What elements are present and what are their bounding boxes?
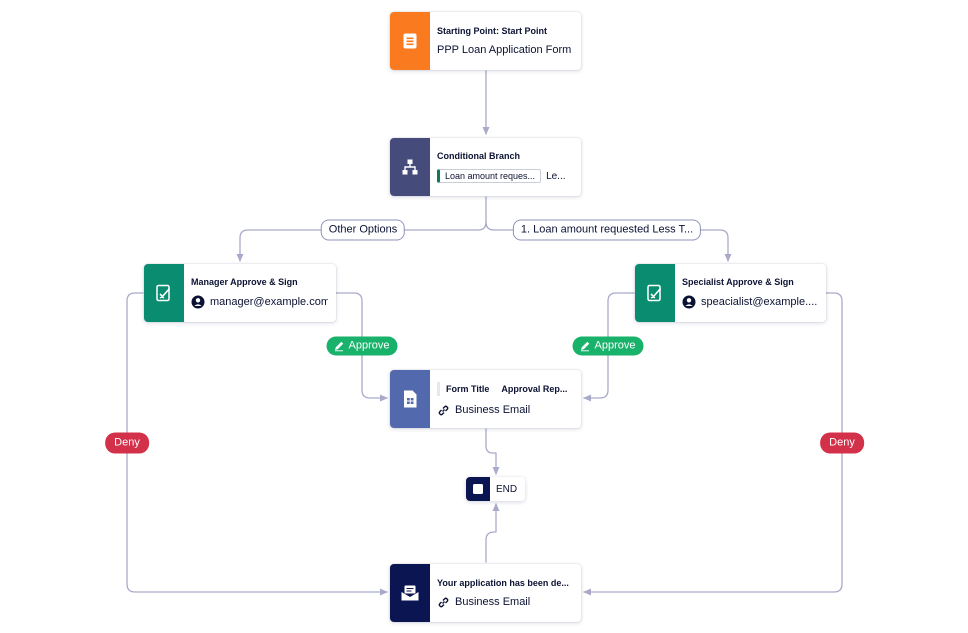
flowchart-icon: [402, 159, 418, 175]
branch-icon-box: [390, 138, 430, 196]
form-title-marker: [437, 381, 440, 396]
approve-pen-icon: [581, 341, 590, 352]
deny-label-right[interactable]: Deny: [820, 432, 864, 454]
conditional-branch-node[interactable]: Conditional Branch Loan amount reques...…: [390, 138, 581, 196]
loan-condition-label[interactable]: 1. Loan amount requested Less T...: [512, 219, 702, 241]
stop-icon-box: [466, 477, 490, 501]
form-grid-icon: [404, 390, 417, 408]
start-icon-box: [390, 12, 430, 70]
specialist-approve-sign-node[interactable]: Specialist Approve & Sign speacialist@ex…: [635, 264, 826, 322]
approval-report-node[interactable]: Form Title Approval Rep... Business Emai…: [390, 370, 581, 428]
manager-icon-box: [144, 264, 184, 322]
approve-pen-icon: [335, 341, 344, 352]
form-title-row: Form Title Approval Rep...: [437, 381, 573, 396]
user-avatar-icon: [682, 295, 696, 309]
condition-chip-tail: Le...: [546, 170, 566, 182]
document-icon: [403, 33, 417, 49]
manager-assignee: manager@example.com: [191, 295, 328, 309]
manager-approve-sign-node[interactable]: Manager Approve & Sign manager@example.c…: [144, 264, 336, 322]
edge-form-to-end: [485, 428, 500, 475]
end-node[interactable]: END: [466, 477, 525, 501]
form-icon-box: [390, 370, 430, 428]
branch-condition-row: Loan amount reques... Le...: [437, 169, 573, 183]
deny-label-left[interactable]: Deny: [105, 432, 149, 454]
approve-label-left[interactable]: Approve: [326, 336, 398, 356]
form-field-label: Form Title: [446, 383, 490, 394]
sign-document-icon: [647, 284, 662, 302]
user-avatar-icon: [191, 295, 205, 309]
other-options-label[interactable]: Other Options: [320, 219, 406, 241]
form-field-value: Approval Rep...: [501, 383, 568, 394]
specialist-node-title: Specialist Approve & Sign: [682, 277, 794, 287]
email-icon-box: [390, 564, 430, 622]
start-point-node[interactable]: Starting Point: Start Point PPP Loan App…: [390, 12, 581, 70]
stop-icon: [473, 484, 483, 494]
approve-label-right[interactable]: Approve: [572, 336, 644, 356]
start-node-subtitle: PPP Loan Application Form: [437, 44, 572, 56]
condition-chip: Loan amount reques...: [437, 169, 542, 183]
edge-email-to-end: [485, 503, 500, 563]
edge-branch-to-specialist: [485, 221, 732, 262]
email-notification-node[interactable]: Your application has been de... Business…: [390, 564, 581, 622]
specialist-assignee: speacialist@example....: [682, 295, 818, 309]
email-node-title: Your application has been de...: [437, 577, 569, 588]
start-node-title: Starting Point: Start Point: [437, 26, 547, 36]
manager-node-title: Manager Approve & Sign: [191, 277, 298, 287]
form-node-subtitle: Business Email: [437, 404, 573, 417]
branch-node-title: Conditional Branch: [437, 151, 520, 161]
link-icon: [438, 597, 449, 607]
sign-document-icon: [156, 284, 171, 302]
envelope-icon: [401, 585, 419, 601]
specialist-icon-box: [635, 264, 675, 322]
end-label: END: [496, 483, 518, 495]
link-icon: [438, 405, 449, 415]
email-node-subtitle: Business Email: [437, 596, 573, 609]
